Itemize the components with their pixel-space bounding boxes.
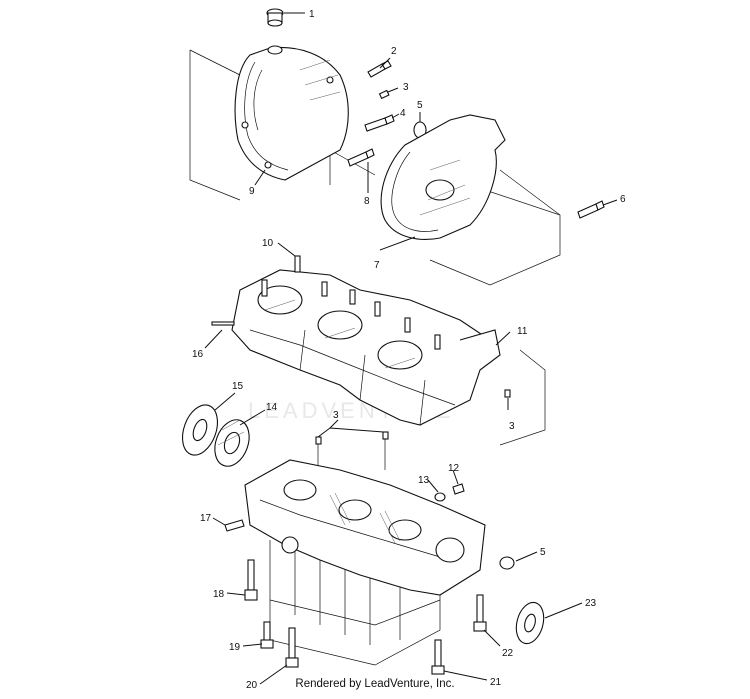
bolt-4 [364,114,395,132]
dowel-pin-3 [378,89,390,100]
main-cover-part [234,45,349,181]
bolt-20 [285,627,299,668]
callout-3-right: 3 [509,421,515,432]
callout-labels: 1 2 3 4 5 6 7 8 9 10 11 3 16 15 14 3 12 … [192,9,626,691]
callout-2: 2 [391,46,397,57]
dowel-pin-3d [382,431,389,440]
callout-21: 21 [490,677,502,688]
callout-11: 11 [517,326,528,337]
callout-15: 15 [232,381,244,392]
render-credit: Rendered by LeadVenture, Inc. [295,678,455,690]
leader-lines [204,12,618,685]
callout-17: 17 [200,513,212,524]
seal-15 [181,404,219,456]
seal-14 [214,419,250,467]
callout-12: 12 [448,463,460,474]
callout-22: 22 [502,648,514,659]
cylinder-block-part [231,269,501,426]
dowel-pin-3b [504,389,511,398]
plug-part [266,8,284,27]
callout-9: 9 [249,186,255,197]
callout-13: 13 [418,475,430,486]
cylinder-block-group [211,255,546,480]
callout-5: 5 [417,100,423,111]
dowel-pin-3c [315,436,322,445]
callout-4: 4 [400,108,406,119]
studs-10 [261,255,441,350]
callout-18: 18 [213,589,225,600]
callout-3-center: 3 [333,410,339,421]
callout-5-lower: 5 [540,547,546,558]
callout-6: 6 [620,194,626,205]
callout-20: 20 [246,680,258,691]
pin-16 [211,321,235,326]
callout-16: 16 [192,349,204,360]
bolt-6 [577,200,605,219]
bolt-19 [260,621,274,649]
seal-23 [515,601,545,645]
side-cover-part [380,114,506,240]
bolt-8 [347,148,375,167]
crankcase-part [244,459,486,596]
bolt-21 [431,639,445,675]
callout-8: 8 [364,196,370,207]
callout-14: 14 [266,402,278,413]
callout-7: 7 [374,260,380,271]
callout-10: 10 [262,238,274,249]
callout-23: 23 [585,598,597,609]
callout-19: 19 [229,642,241,653]
top-cover-group [189,8,605,286]
callout-3: 3 [403,82,409,93]
bolt-12 [452,483,465,495]
bolt-22 [473,594,487,632]
bolt-2 [367,60,392,78]
callout-1: 1 [309,9,315,20]
bolt-17 [224,519,245,532]
bolt-18 [244,559,258,601]
washer-13 [434,492,446,502]
crankcase-group [224,459,545,675]
bushing-5b [499,556,515,570]
